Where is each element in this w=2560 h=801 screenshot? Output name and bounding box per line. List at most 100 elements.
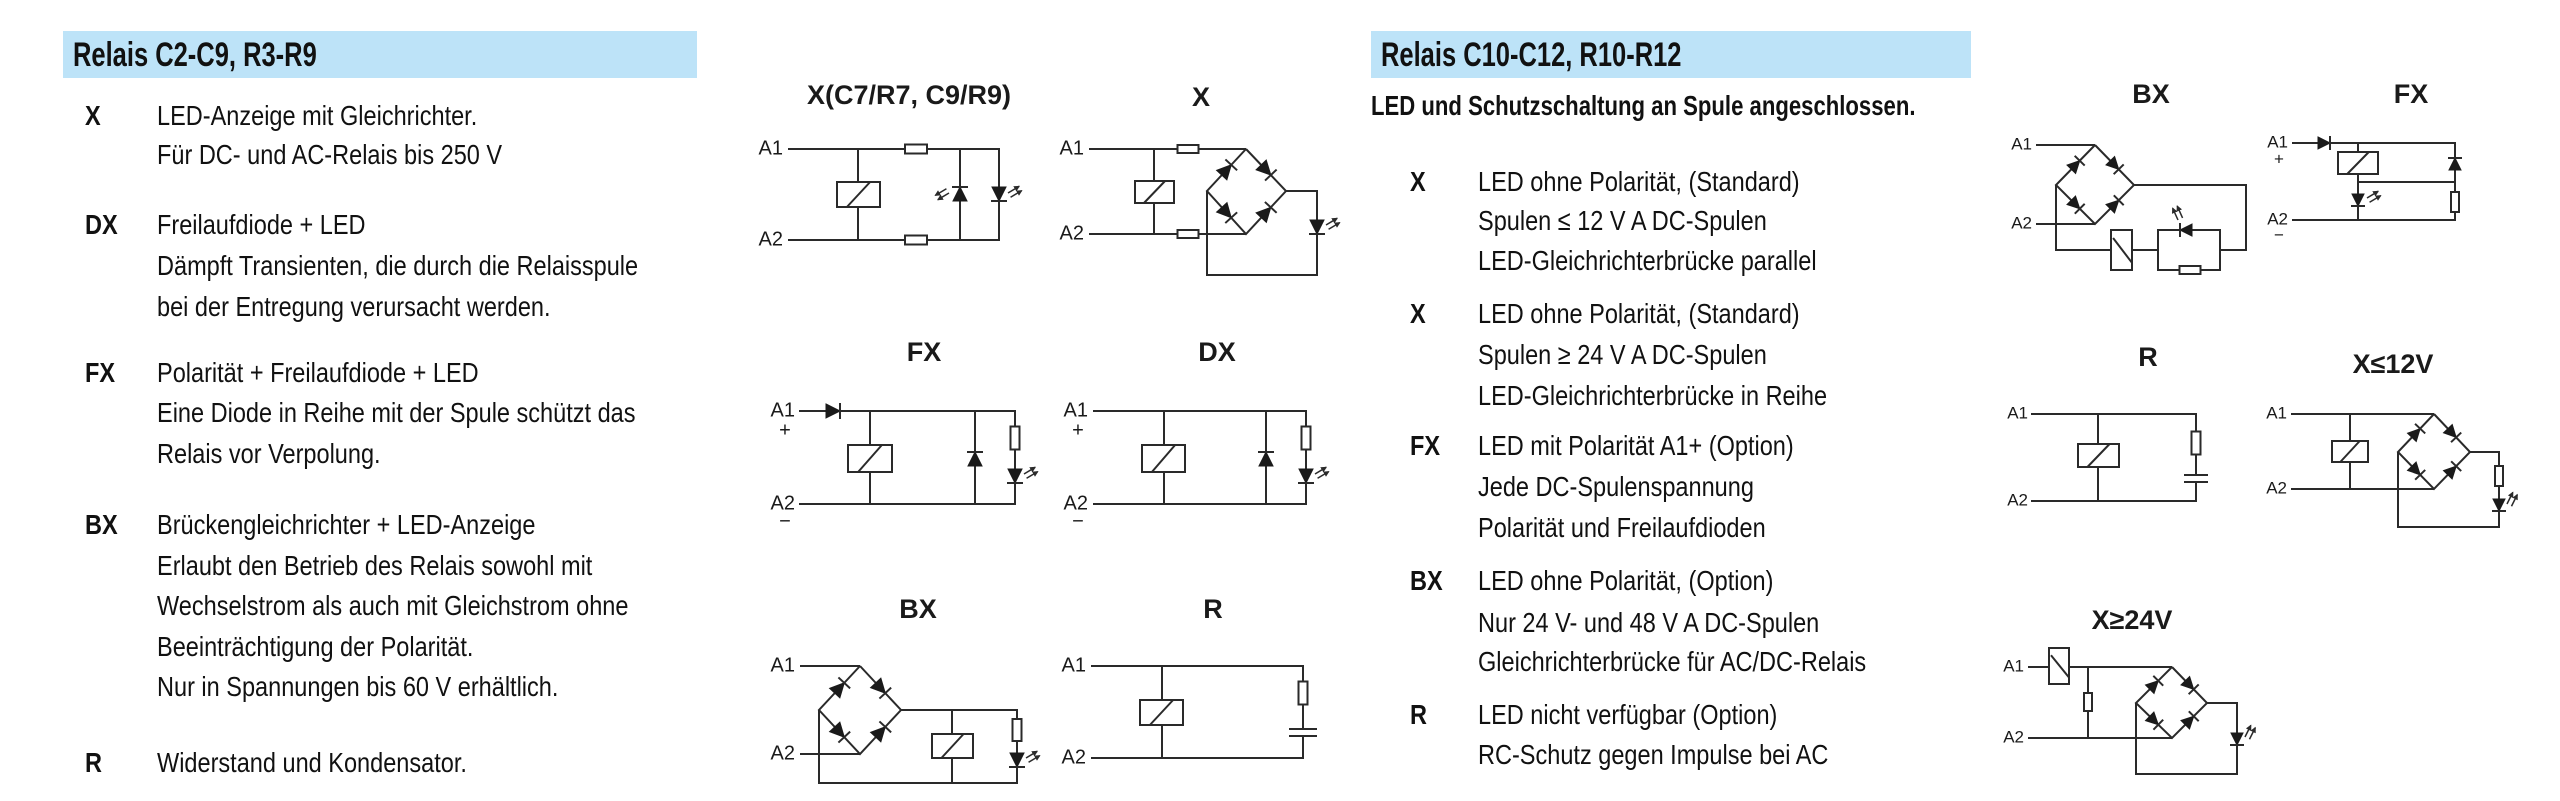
diode-symbol	[828, 721, 851, 744]
diagram-fx-right: FX A1 + A2 −	[2267, 79, 2462, 244]
bridge-rectifier-symbol	[1205, 148, 1288, 236]
light-emission-icon	[1314, 466, 1330, 479]
diode-triangle	[1255, 159, 1272, 176]
diode-triangle	[2442, 423, 2457, 439]
relay-coil-symbol	[836, 181, 881, 208]
resistor-symbol	[1011, 718, 1023, 742]
diode-bar	[2450, 460, 2462, 472]
resistor-symbol	[904, 143, 928, 155]
polarity-minus-label: −	[779, 510, 791, 532]
diagram-x-c7r7-c9r9: X(C7/R7, C9/R9) A1 A2	[759, 80, 1023, 250]
coil-slash	[940, 733, 965, 759]
option-line: Eine Diode in Reihe mit der Spule schütz…	[157, 397, 636, 428]
light-arrow	[2366, 190, 2380, 199]
terminal-a1-label: A1	[2267, 132, 2288, 151]
wire	[2134, 666, 2209, 740]
option-line: LED-Gleichrichterbrücke in Reihe	[1478, 380, 1828, 411]
wire	[2157, 229, 2221, 271]
polarity-minus-label: −	[2274, 225, 2284, 244]
wire	[2055, 185, 2111, 251]
resistor-symbol	[1176, 144, 1200, 154]
light-arrow	[1007, 185, 1021, 194]
option-line: LED ohne Polarität, (Option)	[1478, 565, 1774, 596]
coil-slash	[846, 181, 871, 208]
resistor-symbol	[2178, 265, 2202, 275]
light-arrow	[1010, 189, 1023, 198]
wire	[2470, 451, 2500, 466]
diode-triangle	[1298, 468, 1314, 485]
diode-triangle	[991, 186, 1007, 203]
diode-triangle	[869, 726, 887, 743]
light-arrow	[1317, 470, 1330, 479]
option-line: Nur in Spannungen bis 60 V erhältlich.	[157, 671, 559, 702]
option-line: Für DC- und AC-Relais bis 250 V	[157, 139, 503, 170]
diagram-r: R A1 A2	[1062, 594, 1317, 768]
diode-triangle	[2144, 711, 2160, 726]
diode-bar	[2414, 423, 2426, 435]
terminal-a2-label: A2	[2266, 478, 2287, 497]
light-emission-icon	[2244, 724, 2256, 740]
diode-bar	[2414, 469, 2426, 481]
option-line: Polarität + Freilaufdiode + LED	[157, 357, 479, 388]
option-line: Spulen ≤ 12 V A DC-Spulen	[1478, 205, 1767, 236]
diode-symbol	[2317, 136, 2332, 150]
diagram-title: X≥24V	[2092, 605, 2173, 635]
bridge-rectifier-symbol	[2396, 413, 2472, 491]
diode-bar	[837, 676, 851, 690]
diode-triangle	[2105, 155, 2120, 171]
diode-bar	[1224, 158, 1238, 172]
diode-triangle	[2448, 156, 2462, 171]
diode-symbol	[825, 403, 842, 419]
diode-symbol	[2406, 461, 2426, 481]
diagram-x: X A1 A2	[1060, 82, 1341, 276]
wire	[1206, 190, 1318, 276]
wire	[817, 665, 903, 756]
diode-bar	[878, 686, 892, 700]
coil-slash	[2346, 151, 2370, 175]
wire	[1093, 410, 1307, 427]
light-arrow	[1025, 750, 1039, 759]
capacitor-symbol	[2184, 474, 2208, 483]
option-line: LED ohne Polarität, (Standard)	[1478, 298, 1800, 329]
option-code: R	[85, 747, 102, 778]
diode-triangle	[2105, 199, 2120, 214]
relay-coil-symbol	[847, 444, 893, 473]
diode-bar	[2188, 710, 2200, 722]
option-code: R	[1410, 699, 1427, 730]
light-arrow	[2176, 205, 2184, 219]
wire	[2031, 413, 2197, 432]
diode-triangle	[1215, 164, 1233, 181]
diode-symbol	[1258, 450, 1274, 467]
diode-triangle	[1215, 201, 1232, 219]
diagram-title: X≤12V	[2353, 349, 2434, 379]
terminal-a1-label: A1	[2003, 656, 2024, 675]
polarity-plus-label: +	[2274, 149, 2284, 168]
coil-slash	[1149, 699, 1174, 726]
diode-symbol	[2442, 460, 2462, 480]
terminal-a2-label: A2	[771, 742, 795, 764]
terminal-a1-label: A1	[759, 137, 783, 159]
light-emission-icon	[1007, 185, 1023, 198]
coil-slash	[2086, 443, 2111, 468]
led-symbol	[2178, 223, 2193, 237]
diode-bar	[2450, 431, 2462, 443]
wire	[1093, 450, 1307, 505]
light-emission-icon	[1023, 466, 1039, 479]
resistor-symbol	[2190, 430, 2202, 456]
light-arrow	[1026, 470, 1039, 479]
option-code: X	[85, 100, 101, 131]
diode-triangle	[869, 677, 887, 694]
option-line: LED mit Polarität A1+ (Option)	[1478, 430, 1794, 461]
terminal-a1-label: A1	[2007, 403, 2028, 422]
diagram-title: FX	[907, 337, 942, 367]
diagram-bx: BX A1 A2	[771, 594, 1041, 784]
wire	[2031, 482, 2197, 502]
led-symbol	[1007, 468, 1023, 485]
diode-symbol	[2180, 710, 2200, 730]
diode-bar	[2074, 203, 2086, 215]
diagram-bx-right: BX A1 A2	[2011, 79, 2247, 275]
terminal-a1-label: A1	[1060, 137, 1084, 159]
wire	[2135, 703, 2238, 775]
wire	[901, 709, 1018, 719]
diode-symbol	[2144, 675, 2164, 695]
